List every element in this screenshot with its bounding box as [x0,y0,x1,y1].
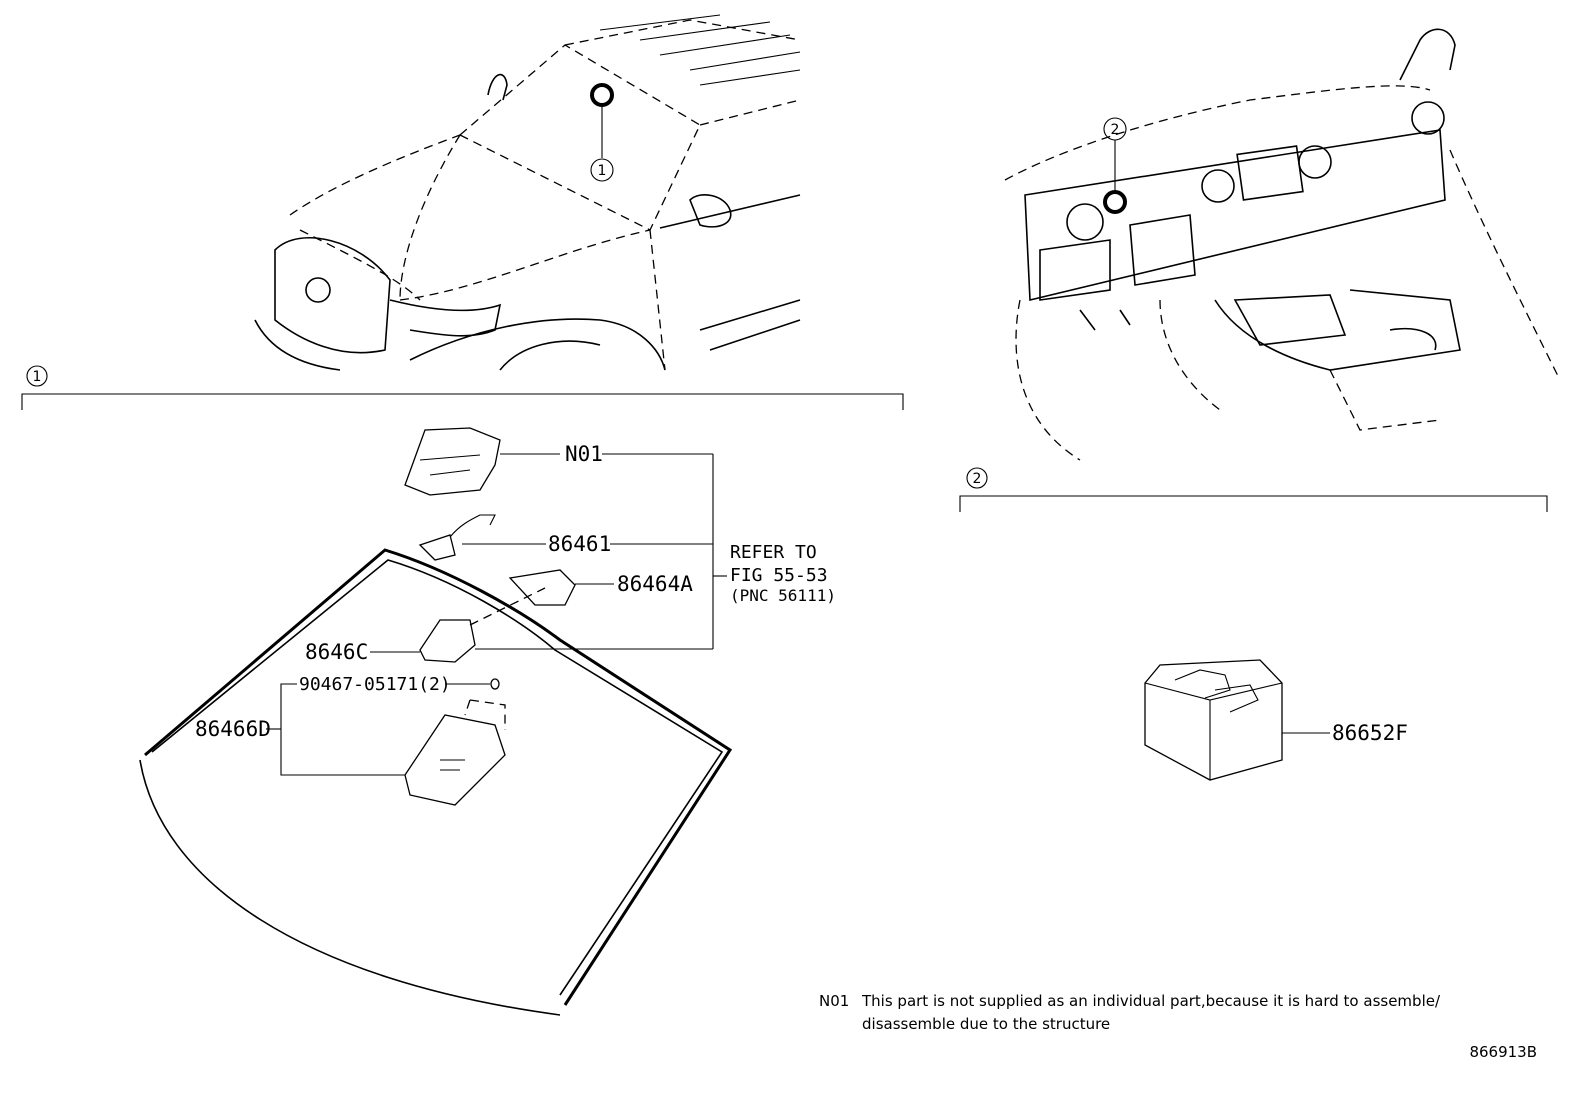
figure-id: 866913B [1469,1043,1537,1061]
svg-text:1: 1 [598,163,607,179]
svg-text:1: 1 [33,369,42,385]
label-N01: N01 [565,442,603,466]
label-86464A: 86464A [617,572,693,596]
part-n01-bracket [404,427,501,496]
label-86461: 86461 [548,532,611,556]
part-8646C-bracket [419,619,476,663]
label-86466D: 86466D [195,717,271,741]
dashboard-illustration: 2 [1004,28,1561,461]
svg-text:2: 2 [973,471,982,487]
refer-line-1: REFER TO [730,542,817,563]
part-86466D-cover [404,699,506,806]
sensor-location-marker-1 [590,83,614,107]
part-90467-clip [490,678,500,690]
part-86464A-cover [508,569,576,606]
truck-illustration: 1 [254,14,801,371]
part-86461-harness [418,514,496,561]
refer-line-2: FIG 55-53 [730,565,828,586]
sensor-location-marker-2 [1103,190,1127,214]
part-86652F-module [1144,659,1283,781]
svg-text:2: 2 [1111,122,1120,138]
section-2-header: 2 [959,467,1548,512]
callout-2-upper: 2 [1103,117,1127,141]
note-line-2: disassemble due to the structure [862,1015,1110,1033]
label-8646C: 8646C [305,640,368,664]
label-86652F: 86652F [1332,721,1408,745]
note-line-1: This part is not supplied as an individu… [861,992,1441,1010]
section-1-header: 1 [21,365,904,410]
label-90467-05171: 90467-05171(2) [299,674,451,695]
leader-lines-section-1 [266,453,727,776]
note-code: N01 [819,992,849,1010]
refer-line-3: (PNC 56111) [730,586,836,605]
callout-1-upper: 1 [590,158,614,182]
